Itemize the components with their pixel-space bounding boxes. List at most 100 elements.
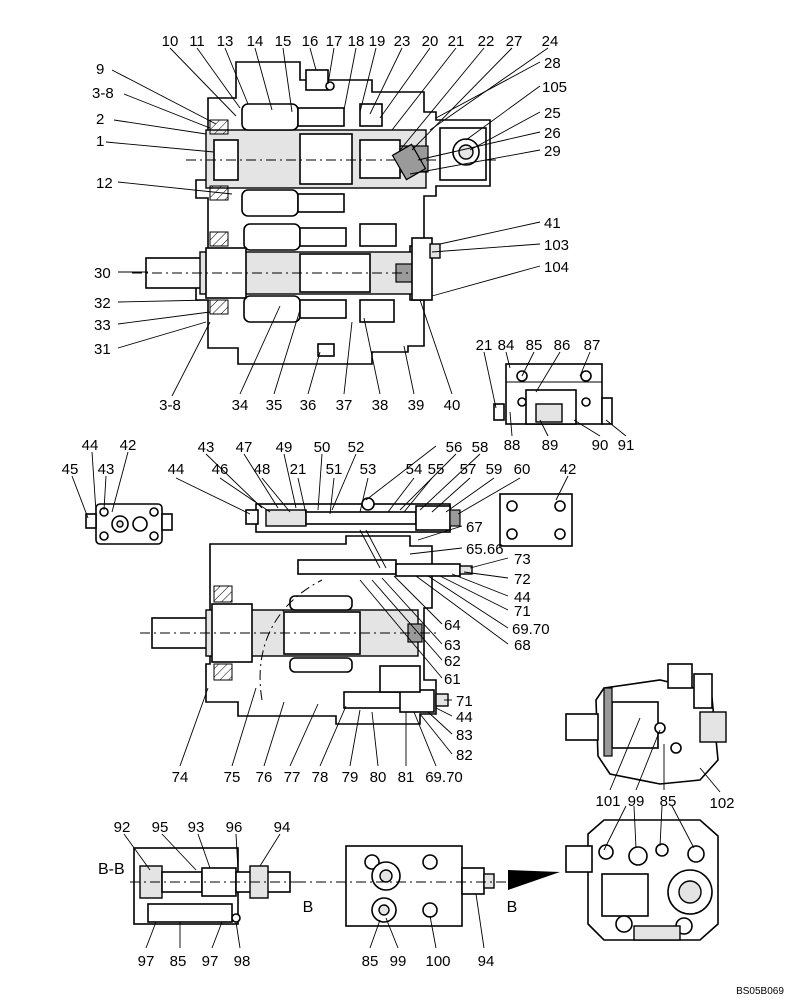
callout-94-lower: 94	[478, 953, 495, 970]
callout-3-8-upper: 3-8	[92, 85, 114, 102]
callout-43-mid: 43	[198, 439, 215, 456]
leader-lines	[71, 47, 721, 949]
callout-80: 80	[370, 769, 387, 786]
callout-62: 62	[444, 653, 461, 670]
callout-91: 91	[618, 437, 635, 454]
callout-24: 24	[542, 33, 559, 50]
callout-83: 83	[456, 727, 473, 744]
callout-65-66: 65.66	[466, 541, 504, 558]
callout-18: 18	[348, 33, 365, 50]
callout-15: 15	[275, 33, 292, 50]
callout-68: 68	[514, 637, 531, 654]
callout-54: 54	[406, 461, 423, 478]
callout-52: 52	[348, 439, 365, 456]
callout-104: 104	[544, 259, 569, 276]
callout-101: 101	[595, 793, 620, 810]
callout-93: 93	[188, 819, 205, 836]
callout-40: 40	[444, 397, 461, 414]
callout-79: 79	[342, 769, 359, 786]
callout-44-lower: 44	[456, 709, 473, 726]
callout-74: 74	[172, 769, 189, 786]
callout-16: 16	[302, 33, 319, 50]
reference-code: BS05B069	[736, 986, 784, 997]
callout-105: 105	[542, 79, 567, 96]
callout-34: 34	[232, 397, 249, 414]
callout-85-small: 85	[526, 337, 543, 354]
top-pump-section-view	[132, 61, 500, 365]
callout-25: 25	[544, 105, 561, 122]
callout-100: 100	[425, 953, 450, 970]
callout-53: 53	[360, 461, 377, 478]
callout-97-a: 97	[138, 953, 155, 970]
callout-31: 31	[94, 341, 111, 358]
callout-3-8-lower: 3-8	[159, 397, 181, 414]
callout-69-70-right: 69.70	[512, 621, 550, 638]
callout-1: 1	[96, 133, 104, 150]
section-bb-view	[130, 847, 310, 925]
callout-90: 90	[592, 437, 609, 454]
upper-piston-rows	[241, 103, 347, 323]
face-view	[296, 845, 560, 927]
callout-78: 78	[312, 769, 329, 786]
callout-81: 81	[398, 769, 415, 786]
callout-85-bb: 85	[170, 953, 187, 970]
section-label-b-right: B	[507, 899, 518, 916]
callout-103: 103	[544, 237, 569, 254]
callout-29: 29	[544, 143, 561, 160]
callout-73: 73	[514, 551, 531, 568]
callout-85-iso: 85	[660, 793, 677, 810]
callout-43-block: 43	[98, 461, 115, 478]
callout-63: 63	[444, 637, 461, 654]
section-label-b-left: B	[303, 899, 314, 916]
callout-26: 26	[544, 125, 561, 142]
callout-21-small: 21	[476, 337, 493, 354]
callout-96: 96	[226, 819, 243, 836]
callout-11: 11	[189, 33, 205, 50]
cover-plate-view	[499, 493, 573, 547]
callout-23: 23	[394, 33, 411, 50]
callout-71-lower: 71	[456, 693, 473, 710]
section-label-bb: B-B	[98, 861, 125, 878]
callout-22: 22	[478, 33, 495, 50]
callout-75: 75	[224, 769, 241, 786]
callout-21: 21	[448, 33, 465, 50]
callout-49: 49	[276, 439, 293, 456]
callout-89: 89	[542, 437, 559, 454]
end-view	[565, 819, 719, 941]
callout-98: 98	[234, 953, 251, 970]
callout-71-upper: 71	[514, 603, 531, 620]
callout-69-70-bottom: 69.70	[425, 769, 463, 786]
callout-61: 61	[444, 671, 461, 688]
callout-48: 48	[254, 461, 271, 478]
callout-20: 20	[422, 33, 439, 50]
isometric-pump-view	[565, 663, 727, 785]
callout-94-upper: 94	[274, 819, 291, 836]
callout-44-block: 44	[82, 437, 99, 454]
small-detail-view	[493, 363, 613, 425]
callout-21-mid: 21	[290, 461, 307, 478]
callout-44-mid: 44	[168, 461, 185, 478]
left-small-block-view	[85, 503, 173, 545]
callout-38: 38	[372, 397, 389, 414]
callout-46: 46	[212, 461, 229, 478]
callout-97-b: 97	[202, 953, 219, 970]
callout-35: 35	[266, 397, 283, 414]
callout-86: 86	[554, 337, 571, 354]
callout-50: 50	[314, 439, 331, 456]
callout-19: 19	[369, 33, 386, 50]
callout-64: 64	[444, 617, 461, 634]
callout-39: 39	[408, 397, 425, 414]
callout-12: 12	[96, 175, 113, 192]
middle-pump-section-view	[140, 497, 473, 725]
callout-10: 10	[162, 33, 179, 50]
callout-56: 56	[446, 439, 463, 456]
callout-55: 55	[428, 461, 445, 478]
callout-45: 45	[62, 461, 79, 478]
callout-84: 84	[498, 337, 515, 354]
callout-37: 37	[336, 397, 353, 414]
callout-36: 36	[300, 397, 317, 414]
callout-87: 87	[584, 337, 601, 354]
callout-14: 14	[247, 33, 264, 50]
callout-13: 13	[217, 33, 234, 50]
